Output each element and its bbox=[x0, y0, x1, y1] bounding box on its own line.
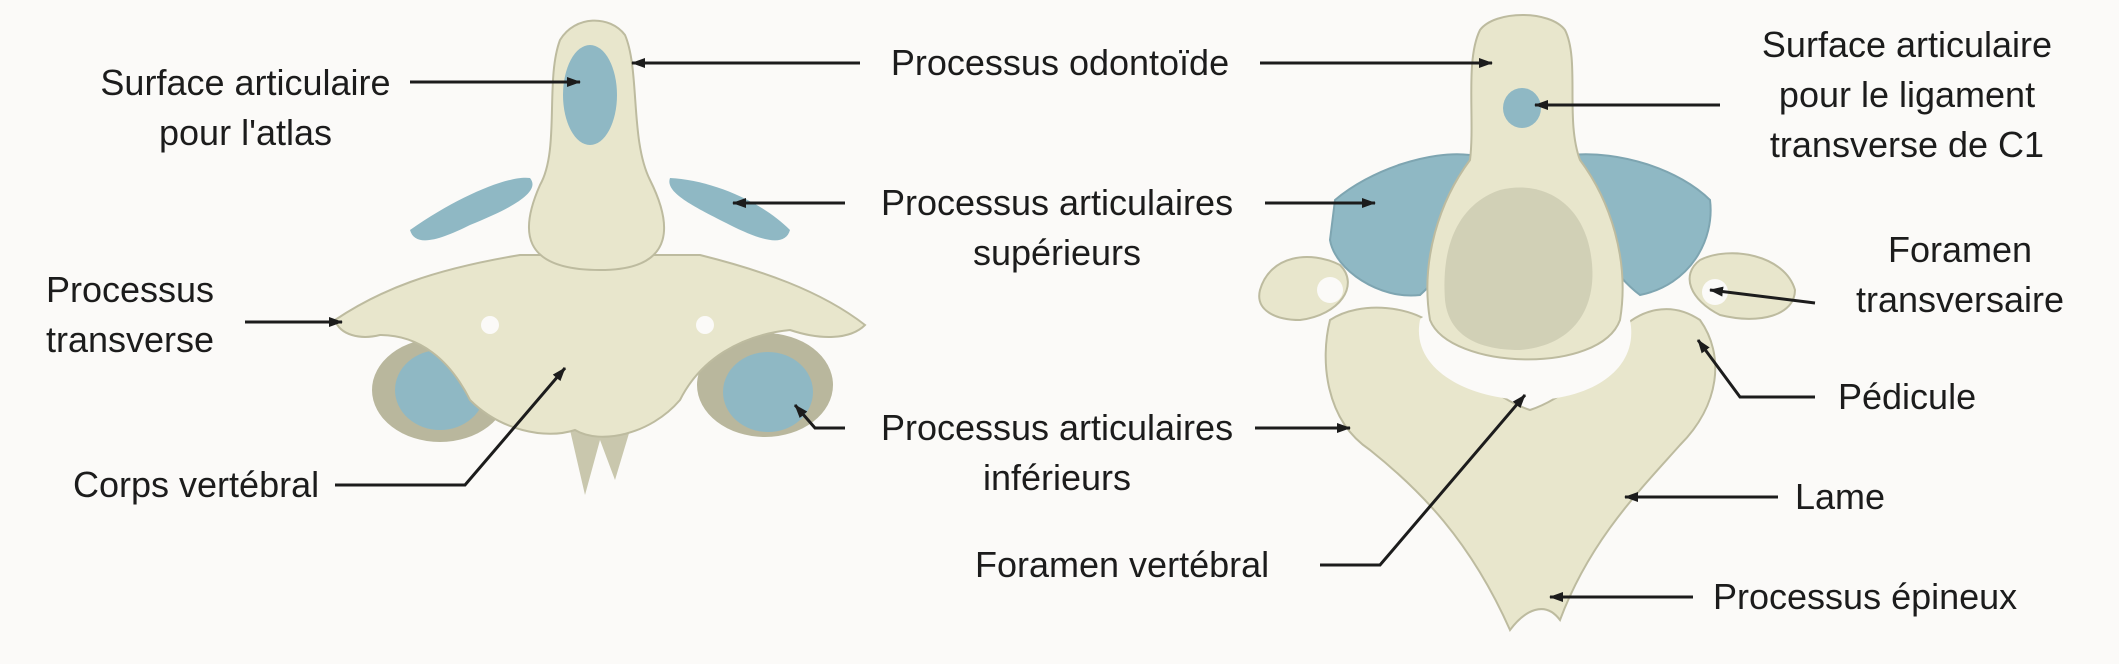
leader-lines bbox=[245, 58, 1816, 602]
transverse-ligament-facet bbox=[1503, 88, 1541, 128]
label-pedicule: Pédicule bbox=[1838, 372, 1976, 422]
label-line: Foramen vertébral bbox=[975, 544, 1270, 585]
superior-facet-right bbox=[669, 178, 790, 241]
label-line: Pédicule bbox=[1838, 376, 1977, 417]
superior-facet-left bbox=[410, 177, 533, 241]
label-line: Processus épineux bbox=[1713, 576, 2018, 617]
superior-view bbox=[1258, 14, 1797, 632]
label-surface-atlas: Surface articulaire pour l'atlas bbox=[83, 58, 408, 158]
label-line: Processus articulaires bbox=[880, 407, 1234, 448]
label-line: Processus odontoïde bbox=[890, 42, 1230, 83]
label-line: transversaire bbox=[1855, 279, 2065, 320]
label-corps-vertebral: Corps vertébral bbox=[73, 460, 319, 510]
label-line: pour l'atlas bbox=[159, 112, 332, 153]
label-line: Processus articulaires bbox=[880, 182, 1234, 223]
label-proc-art-sup: Processus articulaires supérieurs bbox=[852, 178, 1262, 278]
foramen-transversarium-left bbox=[1317, 277, 1343, 303]
label-line: Processus bbox=[45, 269, 215, 310]
label-line: transverse de C1 bbox=[1769, 124, 2045, 165]
label-proc-transverse: Processus transverse bbox=[20, 265, 240, 365]
anterior-view bbox=[333, 19, 867, 495]
label-line: Lame bbox=[1795, 476, 1886, 517]
label-line: supérieurs bbox=[972, 232, 1142, 273]
inferior-articular-facet-right bbox=[723, 352, 813, 432]
label-line: pour le ligament bbox=[1778, 74, 2036, 115]
label-line: Corps vertébral bbox=[73, 464, 320, 505]
label-line: inférieurs bbox=[982, 457, 1132, 498]
label-surface-ligament: Surface articulaire pour le ligament tra… bbox=[1722, 20, 2092, 170]
label-proc-art-inf: Processus articulaires inférieurs bbox=[852, 403, 1262, 503]
label-line: transverse bbox=[45, 319, 215, 360]
vertebral-body bbox=[333, 254, 867, 438]
label-lame: Lame bbox=[1795, 472, 1885, 522]
label-line: Surface articulaire bbox=[100, 62, 391, 103]
dens-facet bbox=[563, 45, 617, 145]
label-processus-epineux: Processus épineux bbox=[1713, 572, 2017, 622]
label-line: Surface articulaire bbox=[1761, 24, 2053, 65]
label-foramen-vertebral: Foramen vertébral bbox=[975, 540, 1269, 590]
label-foramen-transversaire: Foramen transversaire bbox=[1820, 225, 2100, 325]
label-processus-odontoide: Processus odontoïde bbox=[870, 38, 1250, 88]
label-line: Foramen bbox=[1887, 229, 2033, 270]
